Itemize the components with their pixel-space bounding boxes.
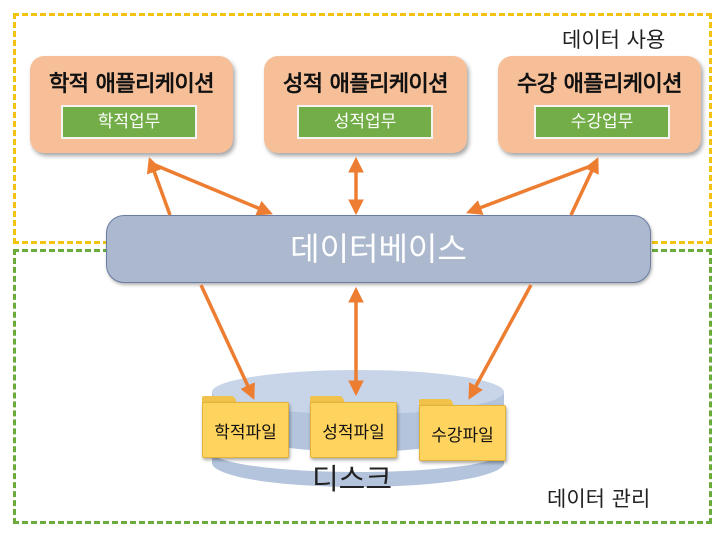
app-title: 성적 애플리케이션 <box>282 72 449 97</box>
folder-icon <box>419 399 453 408</box>
file-course-registration[interactable]: 수강파일 <box>419 399 506 461</box>
app-academic-records[interactable]: 학적 애플리케이션 학적업무 <box>30 56 233 153</box>
file-label: 수강파일 <box>419 405 506 461</box>
arrow-db-course-file <box>468 284 533 400</box>
disk-label: 디스크 <box>312 462 393 496</box>
app-course-registration[interactable]: 수강 애플리케이션 수강업무 <box>498 56 701 153</box>
arrow-course-left <box>466 162 597 215</box>
folder-icon <box>202 396 236 405</box>
task-course-registration[interactable]: 수강업무 <box>534 105 670 139</box>
app-grades[interactable]: 성적 애플리케이션 성적업무 <box>264 56 467 153</box>
folder-icon <box>310 396 344 405</box>
arrow-course-right <box>569 157 599 216</box>
arrow-academic-left <box>146 157 172 216</box>
arrow-academic-right <box>154 163 273 216</box>
data-use-label: 데이터 사용 <box>562 28 666 52</box>
app-title: 수강 애플리케이션 <box>516 72 683 97</box>
arrow-db-academic-file <box>199 284 255 400</box>
app-title: 학적 애플리케이션 <box>48 72 215 97</box>
file-grades[interactable]: 성적파일 <box>310 396 397 458</box>
file-label: 학적파일 <box>202 402 289 458</box>
data-management-label: 데이터 관리 <box>547 487 651 511</box>
file-academic-records[interactable]: 학적파일 <box>202 396 289 458</box>
task-grades[interactable]: 성적업무 <box>297 105 433 139</box>
database-box[interactable]: 데이터베이스 <box>106 215 651 283</box>
file-label: 성적파일 <box>310 402 397 458</box>
task-academic-records[interactable]: 학적업무 <box>61 105 197 139</box>
